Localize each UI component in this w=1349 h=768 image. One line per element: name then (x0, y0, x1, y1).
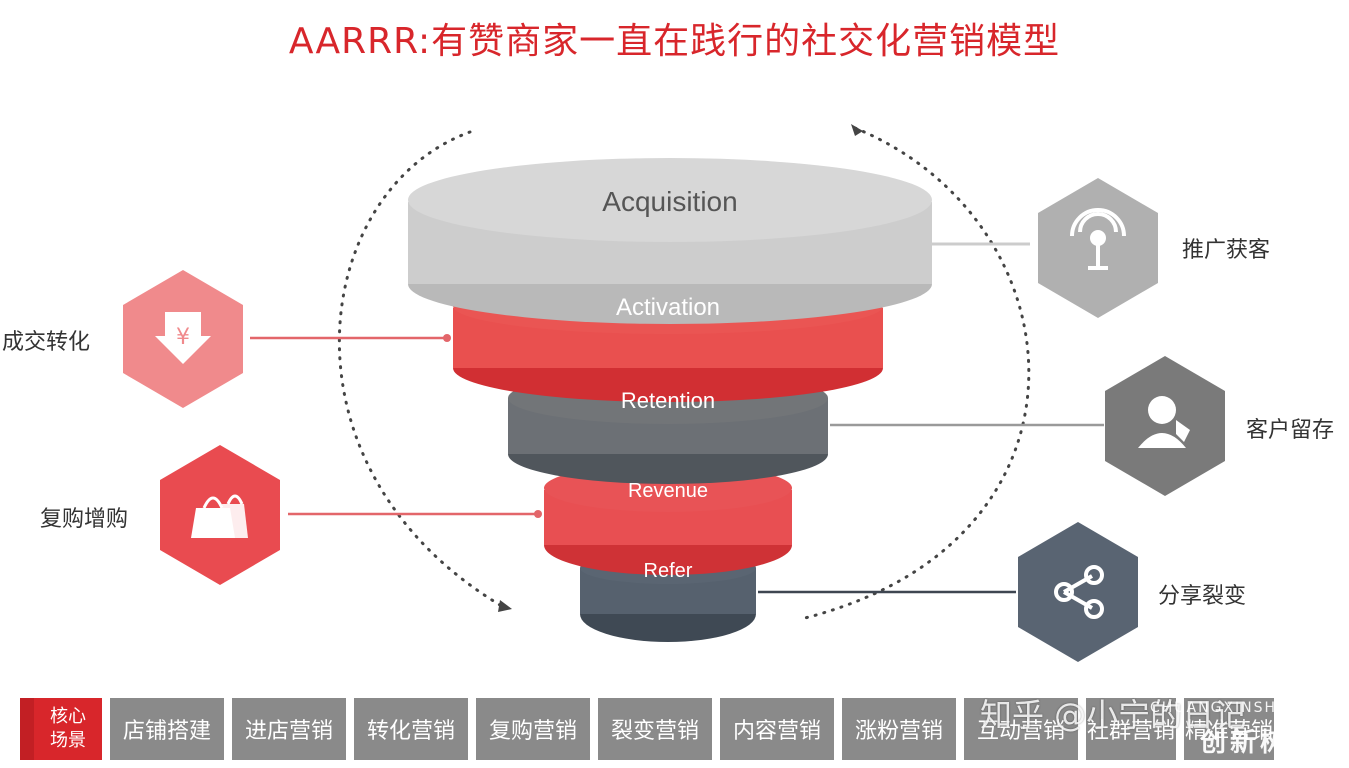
label-acquisition: Acquisition (602, 186, 738, 217)
connector-activation-dot (443, 334, 451, 342)
hex-acquire (1038, 178, 1158, 318)
hex-retain (1105, 356, 1225, 496)
hex-repurchase (160, 445, 280, 585)
label-activation: Activation (615, 294, 721, 321)
arrow-head-right (851, 124, 863, 136)
share-icon (1054, 565, 1104, 619)
scene-item: 进店营销 (232, 698, 346, 760)
watermark-text: 知乎 @小宁的日记 (980, 696, 1247, 734)
core-scene-box: 核心场景 (20, 698, 102, 760)
label-acquire: 推广获客 (1182, 238, 1271, 263)
page-title: AARRR:有赞商家一直在践行的社交化营销模型 (288, 21, 1061, 62)
scene-item: 互动营销 (964, 698, 1078, 760)
connector-revenue-dot (534, 510, 542, 518)
hex-conversion: ¥ (123, 270, 243, 408)
label-retention: Retention (620, 388, 716, 413)
scene-item: 裂变营销 (598, 698, 712, 760)
dotted-arc-left (338, 130, 507, 610)
scene-item: 内容营销 (720, 698, 834, 760)
watermark-brand-en: CHUANGXINSHU (1150, 700, 1290, 716)
scene-item: 精准营销 (1184, 698, 1274, 760)
yen-down-arrow-icon: ¥ (155, 312, 211, 364)
layer-acquisition (408, 158, 932, 324)
label-refer: Refer (643, 560, 693, 582)
scene-item: 社群营销 (1086, 698, 1176, 760)
arrow-head-left (498, 600, 512, 612)
label-conversion: 成交转化 (2, 330, 91, 355)
scene-item: 涨粉营销 (842, 698, 956, 760)
broadcast-signal-icon (1070, 208, 1126, 270)
scene-bar: 核心场景 店铺搭建 进店营销 转化营销 复购营销 裂变营销 内容营销 涨粉营销 … (20, 698, 1274, 760)
shopping-bags-icon (191, 494, 248, 538)
label-share: 分享裂变 (1158, 584, 1247, 609)
dotted-arc-right (803, 126, 1031, 620)
customer-service-icon (1138, 396, 1190, 448)
scene-item: 店铺搭建 (110, 698, 224, 760)
watermark-brand-cn: 创新树 (1200, 728, 1291, 758)
scene-item: 复购营销 (476, 698, 590, 760)
hex-share (1018, 522, 1138, 662)
scene-item: 转化营销 (354, 698, 468, 760)
label-repurchase: 复购增购 (40, 507, 129, 532)
label-revenue: Revenue (627, 480, 709, 502)
label-retain: 客户留存 (1246, 418, 1335, 443)
svg-text:¥: ¥ (176, 325, 190, 350)
core-scene-label: 核心场景 (50, 706, 86, 751)
